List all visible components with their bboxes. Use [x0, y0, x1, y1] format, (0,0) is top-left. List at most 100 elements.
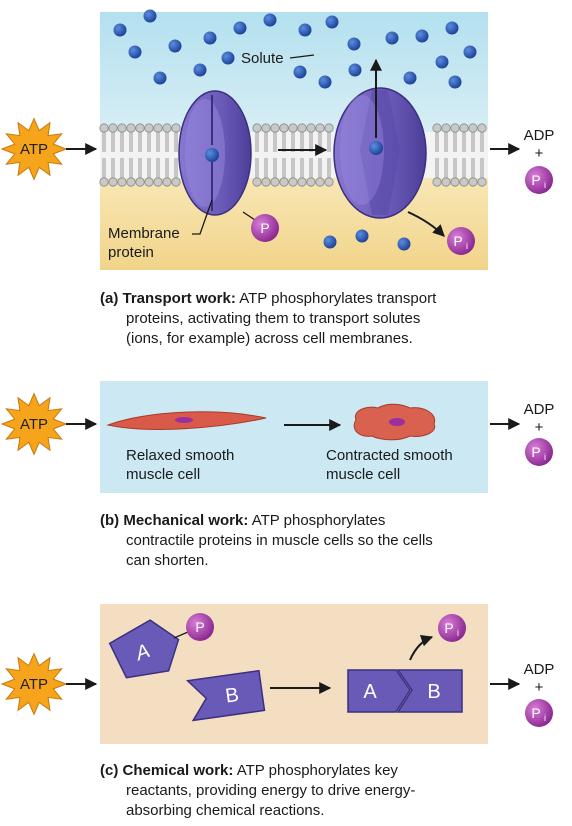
- lipid-head: [261, 177, 271, 187]
- lipid-head: [144, 177, 154, 187]
- lipid-head: [126, 123, 136, 133]
- lipid-head: [153, 177, 163, 187]
- lipid-head: [432, 123, 442, 133]
- phosphate-attached-a: P: [251, 214, 279, 242]
- solute-particle: [403, 71, 417, 85]
- caption-b-line1: (b) Mechanical work: ATP phosphorylates: [100, 511, 433, 531]
- adp-label-c: ADP: [524, 661, 555, 678]
- caption-b-text1: ATP phosphorylates: [248, 512, 386, 529]
- panel-b-bg: [100, 381, 488, 493]
- lipid-head: [144, 123, 154, 133]
- lipid-head: [477, 177, 487, 187]
- lipid-head: [450, 123, 460, 133]
- lipid-head: [441, 177, 451, 187]
- caption-a-text2: proteins, activating them to transport s…: [126, 310, 421, 327]
- phosphate-subscript: i: [544, 452, 546, 462]
- caption-c-text1: ATP phosphorylates key: [233, 762, 398, 779]
- phosphate-attached-c: P: [186, 613, 214, 641]
- solute-particle: [445, 21, 459, 35]
- adp-label-b: ADP: [524, 401, 555, 418]
- phosphate-released-c: P i: [438, 614, 466, 642]
- lipid-head: [99, 123, 109, 133]
- atp-label-b: ATP: [20, 416, 48, 433]
- solute-particle: [435, 55, 449, 69]
- solute-pointer: [289, 54, 315, 59]
- caption-c-text2: reactants, providing energy to drive ene…: [126, 782, 416, 799]
- lipid-head: [135, 177, 145, 187]
- phosphate-subscript: i: [544, 180, 546, 190]
- lipid-head: [306, 123, 316, 133]
- caption-c: (c) Chemical work: ATP phosphorylates ke…: [100, 761, 415, 821]
- lipid-head: [297, 123, 307, 133]
- lipid-head: [315, 177, 325, 187]
- solute-particle: [113, 23, 127, 37]
- lipid-head: [171, 123, 181, 133]
- lipid-head: [306, 177, 316, 187]
- solute-particle: [347, 37, 361, 51]
- phosphate-label: P: [444, 620, 453, 636]
- product-b-label: B: [427, 681, 440, 703]
- caption-b: (b) Mechanical work: ATP phosphorylates …: [100, 511, 433, 571]
- phosphate-label: P: [531, 172, 540, 188]
- solute-particle: [325, 15, 339, 29]
- solute-particle: [415, 29, 429, 43]
- lipid-head: [117, 123, 127, 133]
- lipid-head: [153, 123, 163, 133]
- phosphate-product-b: P i: [525, 438, 553, 466]
- lipid-head: [171, 177, 181, 187]
- solute-particle: [221, 51, 235, 65]
- lipid-head: [468, 177, 478, 187]
- solute-particles: [113, 9, 477, 89]
- membrane-protein-open: [333, 87, 427, 219]
- phosphate-label: P: [531, 444, 540, 460]
- caption-a-line1: (a) Transport work: ATP phosphorylates t…: [100, 289, 436, 309]
- arrow-pi-release-c: [409, 634, 434, 661]
- reactant-b: B: [185, 669, 266, 722]
- caption-a-lead: (a) Transport work:: [100, 290, 236, 307]
- solute-particle: [168, 39, 182, 53]
- lipid-bilayer: [99, 123, 487, 187]
- solute-particle: [323, 235, 337, 249]
- starburst-shape: [0, 652, 68, 716]
- lipid-head: [99, 177, 109, 187]
- lipid-head: [468, 123, 478, 133]
- plus-sign-a: +: [535, 145, 544, 162]
- solute-particle: [298, 23, 312, 37]
- solute-particle: [318, 75, 332, 89]
- solute-particle: [348, 63, 362, 77]
- plus-sign-b: +: [535, 419, 544, 436]
- phosphate-subscript: i: [544, 713, 546, 723]
- caption-a: (a) Transport work: ATP phosphorylates t…: [100, 289, 436, 349]
- starburst-shape: [0, 392, 68, 456]
- lipid-head: [270, 123, 280, 133]
- contracted-label-line1: Contracted smooth: [326, 447, 453, 464]
- caption-b-text2: contractile proteins in muscle cells so …: [126, 532, 433, 549]
- lipid-head: [279, 177, 289, 187]
- relaxed-label-line2: muscle cell: [126, 466, 200, 483]
- caption-b-text3: can shorten.: [126, 552, 209, 569]
- lipid-head: [117, 177, 127, 187]
- lipid-head: [441, 123, 451, 133]
- reactant-a-label: A: [132, 640, 153, 666]
- solute-particles-inside: [323, 229, 411, 251]
- phosphate-subscript: i: [466, 241, 468, 251]
- phosphate-bond-c: [173, 631, 189, 639]
- phosphate-product-c: P i: [525, 699, 553, 727]
- solute-particle: [355, 229, 369, 243]
- lipid-head: [261, 123, 271, 133]
- membrane-protein-label-line2: protein: [108, 244, 154, 261]
- phosphate-label: P: [195, 619, 204, 635]
- solute-particle: [263, 13, 277, 27]
- solute-particle: [385, 31, 399, 45]
- caption-a-text1: ATP phosphorylates transport: [235, 290, 437, 307]
- solute-particle: [293, 65, 307, 79]
- lipid-head: [477, 123, 487, 133]
- membrane-protein-label-line1: Membrane: [108, 225, 180, 242]
- lipid-head: [108, 123, 118, 133]
- lipid-head: [288, 123, 298, 133]
- product-ab: A B: [347, 669, 463, 713]
- caption-c-text3: absorbing chemical reactions.: [126, 802, 325, 819]
- plus-sign-c: +: [535, 679, 544, 696]
- panel-a-cytoplasm-bg: [100, 178, 488, 270]
